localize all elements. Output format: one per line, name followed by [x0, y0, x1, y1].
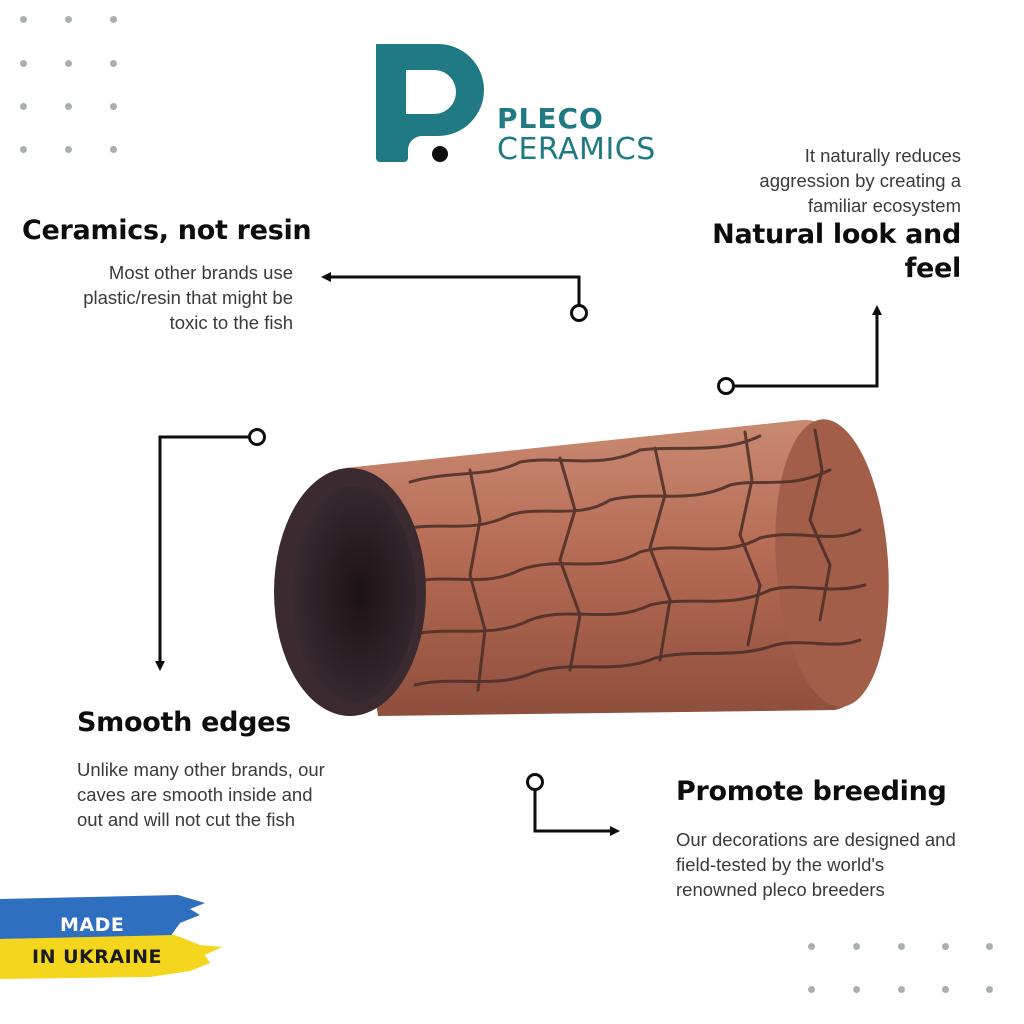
badge-line2: IN UKRAINE	[32, 946, 163, 968]
brand-name-line2: CERAMICS	[497, 132, 656, 167]
feature-smooth-title: Smooth edges	[77, 707, 291, 738]
brand-logo: PLECO CERAMICS	[372, 40, 662, 170]
made-in-ukraine-badge: MADE IN UKRAINE	[0, 893, 230, 983]
feature-breeding-title: Promote breeding	[676, 776, 947, 807]
arrow-ceramics	[321, 272, 588, 322]
feature-ceramics-body: Most other brands use plastic/resin that…	[83, 262, 293, 333]
feature-breeding-body: Our decorations are designed and field-t…	[676, 829, 956, 900]
arrow-breeding	[526, 773, 620, 836]
arrow-natural	[717, 305, 882, 395]
feature-natural-body: It naturally reduces aggression by creat…	[759, 145, 961, 216]
feature-natural-title: Natural look and feel	[712, 219, 961, 284]
feature-smooth-body: Unlike many other brands, our caves are …	[77, 759, 325, 830]
ukraine-flag-brush-icon	[0, 895, 222, 979]
pleco-logo-icon	[376, 44, 484, 162]
feature-ceramics-title: Ceramics, not resin	[22, 215, 312, 246]
badge-line1: MADE	[60, 914, 125, 936]
arrow-smooth	[155, 428, 266, 671]
brand-name-line1: PLECO	[497, 102, 604, 135]
